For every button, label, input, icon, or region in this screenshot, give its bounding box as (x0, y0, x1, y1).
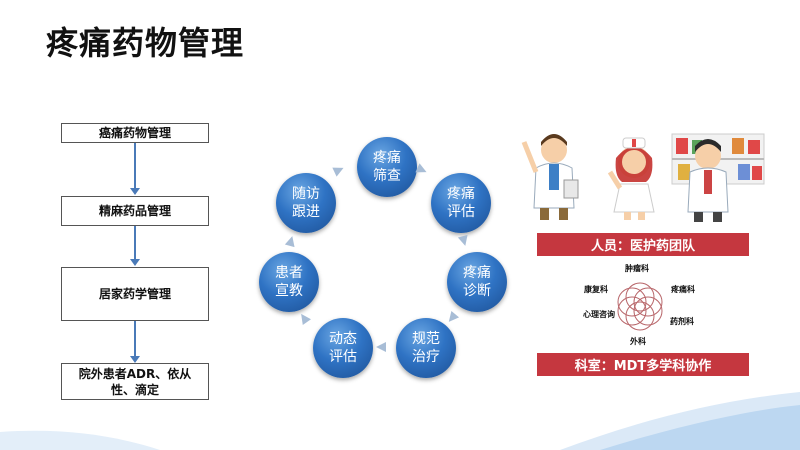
flow-arrow-icon (130, 188, 140, 195)
venn-label-surgery: 外科 (630, 337, 646, 346)
flow-connector (134, 143, 136, 189)
flow-item-narcotics: 精麻药品管理 (61, 196, 209, 226)
venn-label-oncology: 肿瘤科 (625, 264, 649, 273)
venn-label-rehab: 康复科 (584, 285, 608, 294)
cycle-node-assessment: 疼痛评估 (431, 173, 491, 233)
cycle-node-screening: 疼痛筛查 (357, 137, 417, 197)
cycle-node-followup: 随访跟进 (276, 173, 336, 233)
flow-item-outpatient-adr: 院外患者ADR、依从性、滴定 (61, 363, 209, 400)
flow-arrow-icon (130, 259, 140, 266)
flow-item-home-pharmacy: 居家药学管理 (61, 267, 209, 321)
venn-label-psychology: 心理咨询 (583, 310, 615, 319)
cycle-node-education: 患者宣教 (259, 252, 319, 312)
cycle-node-treatment: 规范治疗 (396, 318, 456, 378)
venn-label-pain: 疼痛科 (671, 285, 695, 294)
department-venn-diagram (617, 282, 663, 331)
pharmacist-icon (687, 139, 729, 222)
flow-arrow-icon (130, 356, 140, 363)
flow-connector (134, 226, 136, 260)
flow-item-cancer-pain: 癌痛药物管理 (61, 123, 209, 143)
medical-team-illustration (521, 133, 765, 222)
cycle-node-reassessment: 动态评估 (313, 318, 373, 378)
nurse-icon (607, 137, 655, 220)
flow-connector (134, 321, 136, 357)
venn-label-pharmacy: 药剂科 (670, 317, 694, 326)
people-banner: 人员：医护药团队 (537, 233, 749, 256)
cycle-node-diagnosis: 疼痛诊断 (447, 252, 507, 312)
page-title: 疼痛药物管理 (46, 24, 245, 62)
department-banner: 科室：MDT多学科协作 (537, 353, 749, 376)
cycle-arrow-icon (376, 342, 386, 352)
doctor-icon (521, 134, 579, 220)
